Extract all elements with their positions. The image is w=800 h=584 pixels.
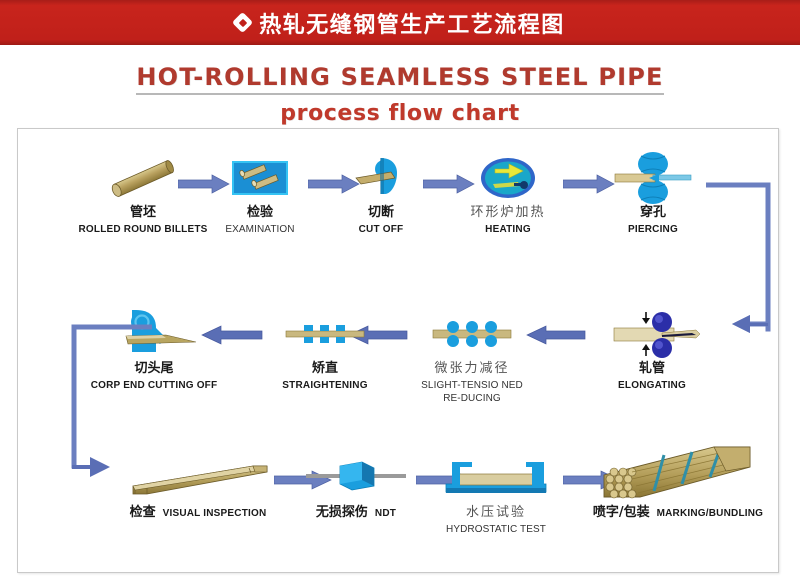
step-examination[interactable]: 检验 EXAMINATION [194, 151, 326, 236]
step-slight-tensioned-reducing[interactable]: 微张力减径 SLIGHT-TENSIO NED RE-DUCING [406, 307, 538, 405]
arrow-examination-to-cutoff [308, 174, 360, 194]
straightening-mill-icon [262, 307, 388, 361]
step-label-en: NDT [374, 508, 397, 519]
step-corp-end-cutting-off[interactable]: 切头尾 CORP END CUTTING OFF [80, 307, 228, 392]
arrow-reducing-to-straightening [348, 324, 408, 346]
step-label-en: PIERCING [628, 224, 678, 236]
step-heating[interactable]: 环形炉加热 HEATING [438, 151, 578, 236]
step-visual-inspection[interactable]: 检查 VISUAL INSPECTION [110, 447, 286, 521]
step-label-cn: 切头尾 [134, 361, 174, 376]
step-label-en: EXAMINATION [225, 224, 295, 236]
step-cut-off[interactable]: 切断 CUT OFF [323, 151, 439, 236]
heading-block: HOT-ROLLING SEAMLESS STEEL PIPE process … [0, 63, 800, 126]
end-cutter-icon [80, 307, 228, 361]
connector-row2-to-row3 [64, 321, 153, 486]
billet-bar-icon [63, 151, 223, 205]
reducing-mill-icon [406, 307, 538, 361]
step-label-en: STRAIGHTENING [282, 380, 368, 392]
step-marking-bundling[interactable]: 喷字/包装 MARKING/BUNDLING [578, 439, 778, 521]
step-label-en: VISUAL INSPECTION [162, 508, 267, 519]
elongating-mill-icon [593, 307, 711, 361]
diamond-ring-icon [232, 11, 254, 34]
step-rolled-round-billets[interactable]: 管坯 ROLLED ROUND BILLETS [63, 151, 223, 236]
stacked-pipes-icon [110, 447, 286, 505]
step-label-cn: 环形炉加热 [470, 205, 546, 220]
step-piercing[interactable]: 穿孔 PIERCING [596, 151, 710, 236]
step-label-cn: 无损探伤 [315, 505, 368, 520]
step-label-cn: 管坯 [129, 205, 156, 220]
step-label-cn: 矫直 [311, 361, 338, 376]
step-label-en: HEATING [485, 224, 531, 236]
step-label-cn: 穿孔 [639, 205, 666, 220]
step-label-cn: 喷字/包装 [592, 505, 650, 520]
step-label-en: MARKING/BUNDLING [656, 508, 764, 519]
step-label-cn: 检查 [129, 505, 156, 520]
step-label-en: ELONGATING [618, 380, 686, 392]
step-label-en-line1: SLIGHT-TENSIO NED [421, 380, 523, 392]
step-label-en: CORP END CUTTING OFF [90, 380, 218, 392]
pipe-bundle-icon [578, 439, 778, 505]
cutting-saw-icon [323, 151, 439, 205]
ndt-probe-icon [286, 447, 426, 505]
step-label-en-line2: RE-DUCING [443, 393, 501, 405]
inspection-box-icon [194, 151, 326, 205]
arrow-billets-to-examination [178, 174, 230, 194]
step-label-en: HYDROSTATIC TEST [446, 524, 546, 536]
heading-line-2: process flow chart [280, 101, 520, 126]
step-label-cn: 检验 [246, 205, 273, 220]
arrow-heating-to-piercing [563, 174, 615, 194]
step-straightening[interactable]: 矫直 STRAIGHTENING [262, 307, 388, 392]
hydro-press-icon [420, 447, 572, 505]
step-label-cn: 轧管 [638, 361, 665, 376]
chart-frame: 管坯 ROLLED ROUND BILLETS [17, 128, 779, 573]
ring-furnace-icon [438, 151, 578, 205]
header-banner: 热轧无缝钢管生产工艺流程图 [0, 0, 800, 45]
step-label-en: ROLLED ROUND BILLETS [78, 224, 208, 236]
arrow-cutoff-to-heating [423, 174, 475, 194]
piercing-rolls-icon [596, 151, 710, 205]
banner-title: 热轧无缝钢管生产工艺流程图 [259, 12, 565, 38]
step-hydrostatic-test[interactable]: 水压试验 HYDROSTATIC TEST [420, 447, 572, 536]
arrow-elongating-to-reducing [526, 324, 586, 346]
step-label-cn: 水压试验 [465, 505, 526, 520]
step-elongating[interactable]: 轧管 ELONGATING [593, 307, 711, 392]
arrow-straightening-to-corp-end-cutting [201, 324, 263, 346]
step-label-cn: 微张力减径 [434, 361, 510, 376]
step-label-cn: 切断 [367, 205, 394, 220]
step-label-en: CUT OFF [358, 224, 404, 236]
step-ndt[interactable]: 无损探伤 NDT [286, 447, 426, 521]
connector-row1-to-row2 [705, 179, 778, 344]
heading-line-1: HOT-ROLLING SEAMLESS STEEL PIPE [136, 63, 664, 95]
